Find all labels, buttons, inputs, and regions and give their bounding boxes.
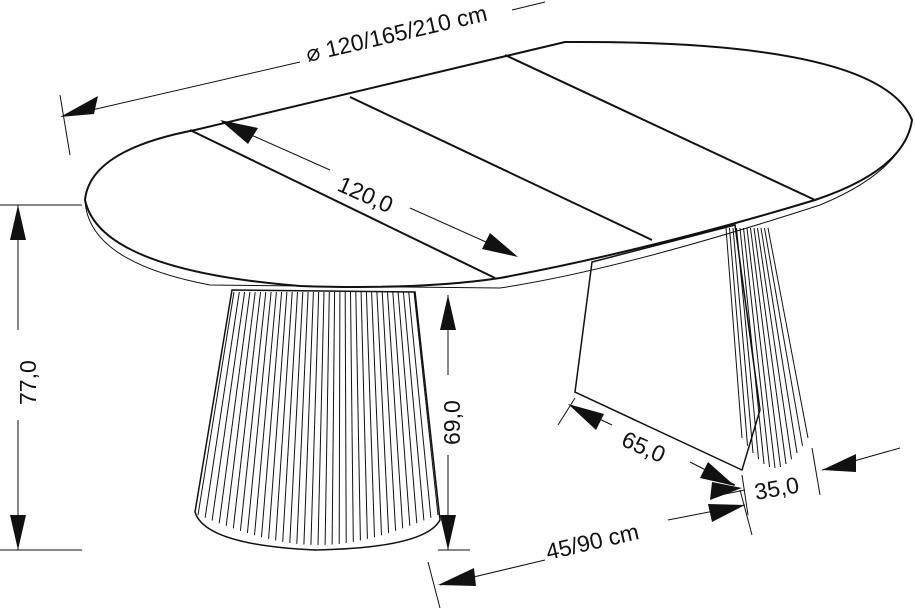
pedestal-rib [232, 291, 261, 529]
leg-height-dimension: 69,0 [438, 295, 470, 551]
pedestal-rib [204, 291, 240, 518]
pedestal-rib [338, 291, 341, 544]
leg-height-label: 69,0 [439, 400, 465, 445]
pedestal-rib [746, 227, 776, 469]
pedestal-rib [355, 291, 361, 541]
pedestal-rib [408, 291, 432, 518]
diameter-label: ⌀ 120/165/210 cm [303, 0, 489, 67]
total-height-dimension: 77,0 [0, 204, 82, 551]
leg-width-dimension: 35,0 [710, 447, 901, 516]
pedestal-rib [760, 227, 798, 454]
pedestal-rib [324, 291, 330, 545]
pedestal-rib [275, 291, 293, 541]
pedestal-rib [310, 291, 320, 545]
table-top [83, 40, 914, 289]
pedestal-rib [767, 227, 809, 439]
pedestal-rib [225, 291, 256, 526]
pedestal-rib [317, 291, 325, 546]
pedestal-rib [413, 291, 439, 516]
pedestal-rib [753, 227, 787, 465]
pedestal-rib [282, 291, 298, 542]
pedestal-rib [376, 291, 390, 534]
leaf-seam-3 [504, 54, 816, 201]
pedestal-rib [757, 227, 792, 460]
pedestal-rib [392, 291, 411, 526]
pedestal-rib [365, 291, 375, 538]
left-pedestal [194, 289, 441, 551]
pedestal-rib [729, 227, 748, 446]
pedestal-rib [371, 291, 382, 536]
pedestal-rib [402, 291, 425, 521]
right-pedestal-ribs [725, 227, 809, 469]
leaf-seam-2 [349, 96, 653, 241]
pedestal-rib [331, 291, 336, 545]
left-pedestal-ribs [197, 291, 439, 546]
pedestal-rib [397, 291, 418, 524]
pedestal-rib [725, 227, 743, 439]
pedestal-rib [289, 291, 304, 544]
pedestal-rib [261, 291, 283, 538]
extension-leaf-dimension: 45/90 cm [427, 489, 753, 609]
leg-width-label: 35,0 [752, 472, 801, 505]
pedestal-rib [750, 227, 781, 468]
pedestal-rib [197, 291, 235, 516]
pedestal-rib [254, 291, 277, 536]
pedestal-rib [211, 291, 246, 521]
extension-leaf-label: 45/90 cm [543, 518, 641, 565]
pedestal-rib [344, 291, 347, 544]
pedestal-rib [739, 227, 765, 465]
pedestal-rib [218, 291, 251, 524]
pedestal-rib [268, 291, 288, 539]
pedestal-rib [360, 291, 368, 539]
pedestal-rib [239, 291, 267, 531]
right-pedestal [574, 224, 809, 472]
pedestal-rib [350, 291, 354, 542]
pedestal-rib [743, 227, 770, 468]
pedestal-rib [303, 291, 314, 545]
leaf-seam-1 [189, 129, 496, 279]
pedestal-rib [246, 291, 272, 534]
pedestal-rib [387, 291, 404, 529]
pedestal-rib [764, 227, 803, 446]
pedestal-rib [736, 227, 759, 460]
pedestal-rib [732, 227, 754, 454]
pedestal-rib [296, 291, 309, 544]
total-height-label: 77,0 [15, 360, 41, 405]
pedestal-rib [381, 291, 397, 531]
